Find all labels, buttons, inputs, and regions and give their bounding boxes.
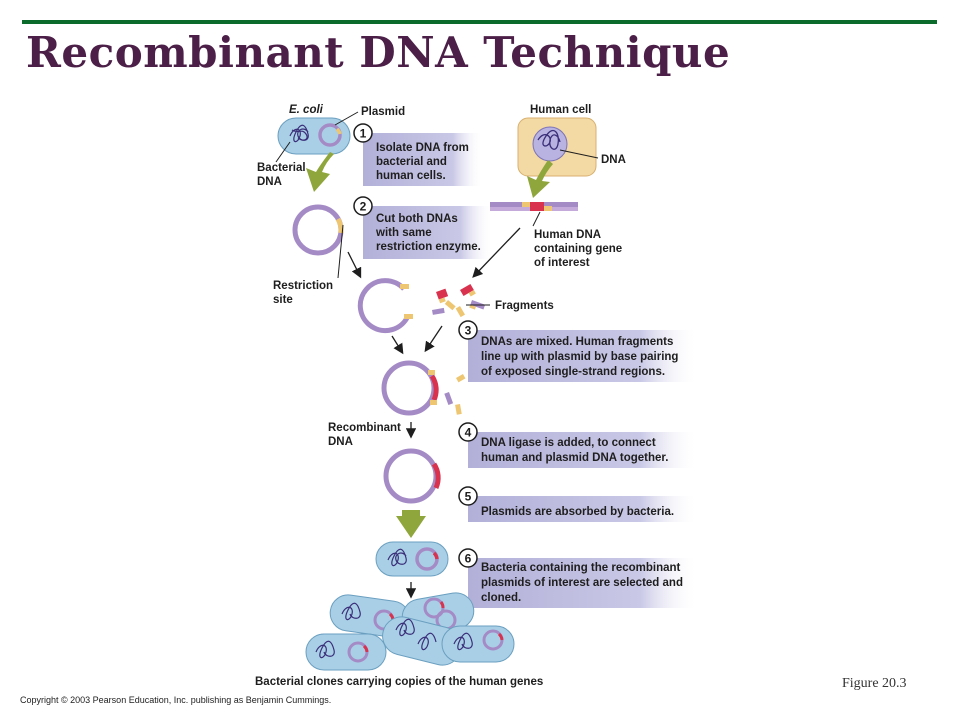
step-1-number: 1: [360, 127, 367, 141]
restriction-site-label-1: Restriction: [273, 280, 333, 292]
recombinant-plasmid: [383, 448, 439, 504]
step-2-line-3: restriction enzyme.: [376, 241, 481, 253]
step-5-line-1: Plasmids are absorbed by bacteria.: [481, 506, 674, 518]
step-5-number: 5: [465, 490, 472, 504]
step-3-line-1: DNAs are mixed. Human fragments: [481, 336, 673, 348]
human-dna-label-1: Human DNA: [534, 229, 601, 241]
ecoli-plasmid: [318, 123, 342, 147]
recombinant-dna-label-1: Recombinant: [328, 422, 401, 434]
bacterial-chromosome: [289, 124, 309, 143]
step-box-5: 5 Plasmids are absorbed by bacteria.: [458, 486, 698, 522]
step-4-line-2: human and plasmid DNA together.: [481, 452, 668, 464]
bacterial-dna-label-1: Bacterial: [257, 162, 306, 174]
step-6-line-1: Bacteria containing the recombinant: [481, 562, 681, 574]
clone-5: [441, 625, 515, 663]
step-2-number: 2: [360, 200, 367, 214]
leftover-fragments: [444, 374, 466, 415]
step-1-line-3: human cells.: [376, 170, 446, 182]
step-box-3: 3 DNAs are mixed. Human fragments line u…: [458, 320, 698, 382]
dna-fragments: [432, 284, 486, 318]
isolated-plasmid: [292, 204, 344, 256]
step-2-line-1: Cut both DNAs: [376, 213, 458, 225]
step-box-4: 4 DNA ligase is added, to connect human …: [458, 422, 698, 468]
step-4-line-1: DNA ligase is added, to connect: [481, 437, 656, 449]
step-box-6: 6 Bacteria containing the recombinant pl…: [458, 548, 698, 608]
green-arrow-1: [306, 152, 334, 192]
annealed-plasmid: [381, 360, 437, 416]
bacterial-clones: [305, 592, 515, 671]
human-cell-label: Human cell: [530, 104, 591, 116]
step-4-number: 4: [465, 426, 472, 440]
step-box-1: 1 Isolate DNA from bacterial and human c…: [353, 123, 483, 186]
transformed-bacterium: [375, 541, 449, 577]
step-6-number: 6: [465, 552, 472, 566]
figure-number: Figure 20.3: [842, 676, 907, 691]
human-dna-strand: [490, 202, 578, 211]
step-3-line-3: of exposed single-strand regions.: [481, 366, 665, 378]
dna-label: DNA: [601, 154, 626, 166]
bacterial-dna-label-2: DNA: [257, 176, 282, 188]
recombinant-dna-label-2: DNA: [328, 436, 353, 448]
cut-plasmid: [357, 278, 411, 334]
clone-3: [305, 633, 387, 671]
step-box-2: 2 Cut both DNAs with same restriction en…: [353, 196, 493, 259]
fragments-label: Fragments: [495, 300, 554, 312]
clone-4: [382, 616, 462, 666]
green-arrow-2: [396, 510, 426, 538]
step-6-line-2: plasmids of interest are selected and: [481, 577, 683, 589]
ecoli-bacterium: [277, 117, 351, 155]
plasmid-label: Plasmid: [361, 106, 405, 118]
bottom-caption: Bacterial clones carrying copies of the …: [255, 676, 543, 688]
restriction-site-label-2: site: [273, 294, 293, 306]
human-dna-label-3: of interest: [534, 257, 590, 269]
ecoli-label: E. coli: [289, 104, 324, 116]
human-dna-label-2: containing gene: [534, 243, 622, 255]
title-rule: [22, 20, 937, 24]
copyright-notice: Copyright © 2003 Pearson Education, Inc.…: [20, 695, 332, 705]
human-cell: [517, 117, 597, 177]
step-1-line-1: Isolate DNA from: [376, 142, 469, 154]
step-1-line-2: bacterial and: [376, 156, 447, 168]
green-arrow-human: [527, 160, 553, 198]
step-3-number: 3: [465, 324, 472, 338]
page-title: Recombinant DNA Technique: [26, 28, 731, 77]
step-6-line-3: cloned.: [481, 592, 521, 604]
step-3-line-2: line up with plasmid by base pairing: [481, 351, 678, 363]
step-2-line-2: with same: [375, 227, 432, 239]
